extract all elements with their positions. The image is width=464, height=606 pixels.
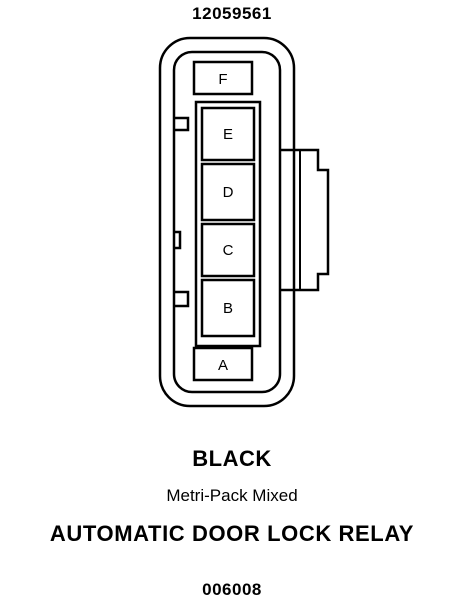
terminal-cavities (192, 60, 256, 382)
terminal-cavity-a (192, 346, 254, 382)
terminal-cavity-c (200, 222, 256, 278)
housing-right-lock-tab (280, 148, 330, 292)
terminal-label-b: B (223, 300, 233, 317)
connector-color-label: BLACK (192, 446, 272, 471)
terminal-label-c: C (223, 242, 234, 259)
housing-left-notches (174, 116, 190, 308)
terminal-cavity-b (200, 278, 256, 338)
terminal-column-frame (194, 100, 262, 348)
terminal-label-d: D (223, 184, 234, 201)
terminal-cavity-d (200, 162, 256, 222)
terminal-label-e: E (223, 126, 233, 143)
connector-part-number: 12059561 (192, 4, 272, 23)
housing-outer-outline (158, 36, 296, 408)
housing-inner-outline (172, 50, 282, 394)
terminal-label-f: F (218, 71, 227, 88)
terminal-label-a: A (218, 357, 228, 374)
terminal-cavity-e (200, 106, 256, 162)
connector-title: AUTOMATIC DOOR LOCK RELAY (49, 521, 415, 546)
diagram-code: 006008 (202, 580, 262, 599)
terminal-cavity-f (192, 60, 254, 96)
connector-series-label: Metri-Pack Mixed (166, 486, 298, 505)
